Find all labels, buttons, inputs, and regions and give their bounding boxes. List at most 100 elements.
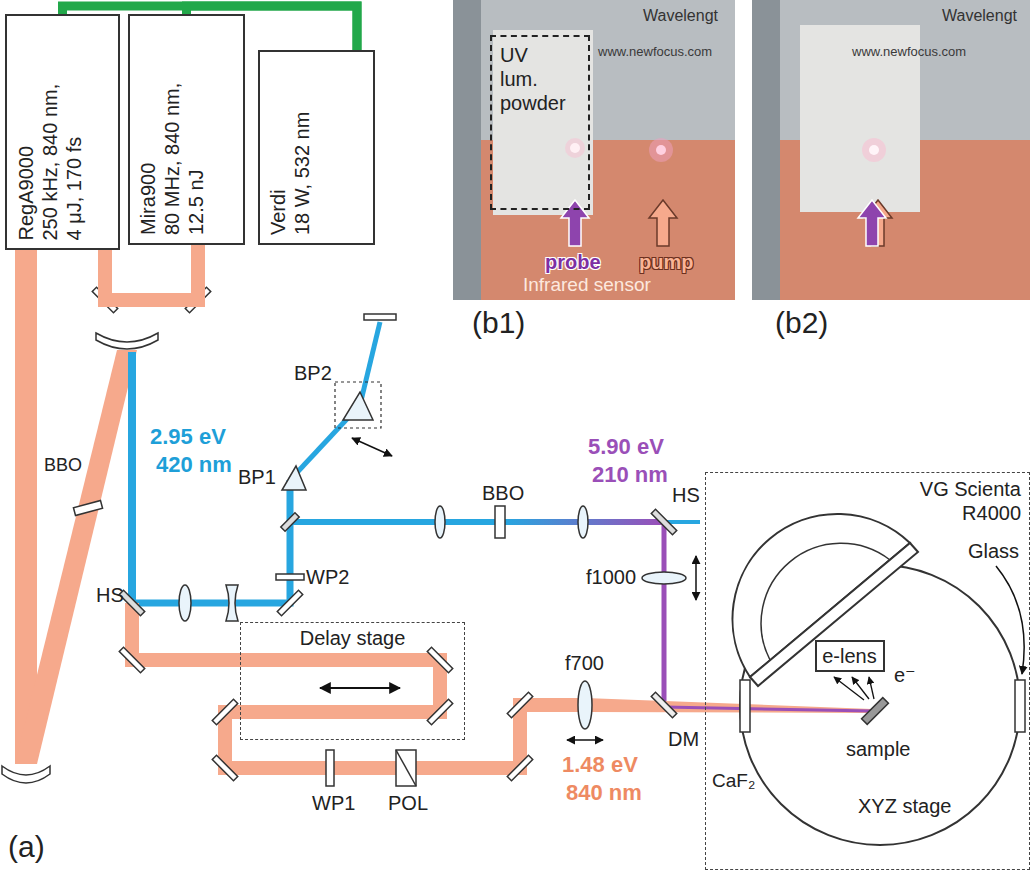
pump-spot bbox=[656, 145, 666, 155]
node-text: 18 W, 532 nm bbox=[290, 70, 314, 235]
concave-lens bbox=[226, 585, 238, 621]
mirror bbox=[427, 699, 452, 724]
window bbox=[740, 680, 750, 732]
part-label: 2.95 eV bbox=[150, 424, 226, 449]
part-label: XYZ stage bbox=[858, 795, 951, 818]
concave-mirror bbox=[2, 766, 50, 783]
part-label: 5.90 eV bbox=[588, 434, 664, 459]
part-label: BBO bbox=[44, 455, 82, 476]
waveplate bbox=[276, 574, 304, 580]
mirror bbox=[212, 755, 237, 780]
electron-lens-box: e-lens bbox=[815, 640, 885, 672]
part-label: 840 nm bbox=[566, 780, 642, 805]
part-label: 210 nm bbox=[592, 462, 668, 487]
lens bbox=[578, 681, 592, 729]
part-label: 420 nm bbox=[156, 452, 232, 477]
powder-region: UV lum. powder bbox=[490, 35, 590, 210]
rotated-label: Mira90080 MHz, 840 nm, 12.5 nJ bbox=[130, 16, 243, 243]
node-text: Wavelengt bbox=[643, 6, 718, 25]
node-text: Infrared sensor bbox=[523, 274, 651, 297]
laser-box: Verdi18 W, 532 nm bbox=[258, 50, 375, 245]
mirror bbox=[507, 692, 532, 717]
detector-plate bbox=[750, 543, 918, 686]
laser-box: RegA9000250 kHz, 840 nm, 4 μJ, 170 fs bbox=[5, 14, 120, 250]
end-mirror bbox=[364, 314, 396, 320]
mirror bbox=[119, 647, 144, 672]
mirror bbox=[507, 755, 532, 780]
part-label: BP2 bbox=[294, 362, 332, 385]
node-text: Wavelengt bbox=[942, 6, 1017, 25]
pickoff-mirror bbox=[281, 513, 299, 531]
uv-beam bbox=[664, 707, 872, 711]
dichroic-mirror bbox=[651, 692, 676, 717]
waveplate bbox=[326, 750, 334, 786]
node-text: www.newfocus.com bbox=[598, 44, 712, 60]
pump-arrow bbox=[649, 200, 677, 246]
node-text: Verdi bbox=[266, 60, 290, 235]
pump-beam bbox=[585, 698, 872, 713]
bbo-crystal bbox=[73, 501, 102, 516]
photo-panel: Wavelengtwww.newfocus.com bbox=[752, 0, 1030, 300]
part-label: (b1) bbox=[472, 306, 525, 341]
probe-spot bbox=[570, 143, 580, 153]
rotated-label: RegA9000250 kHz, 840 nm, 4 μJ, 170 fs bbox=[7, 16, 118, 248]
node-text: Delay stage bbox=[241, 626, 464, 650]
node-text: Mira900 bbox=[136, 24, 160, 235]
electron-arrow bbox=[852, 677, 869, 699]
electron-arrow bbox=[869, 677, 874, 699]
polarizer bbox=[396, 750, 416, 786]
beam-glow bbox=[649, 138, 673, 162]
photo-background bbox=[453, 0, 735, 300]
exchange-arrow bbox=[996, 566, 1024, 674]
photo-strip bbox=[453, 0, 481, 300]
beam-glow bbox=[565, 138, 585, 158]
prism bbox=[343, 392, 373, 420]
polarizer bbox=[396, 750, 416, 786]
lens bbox=[435, 506, 445, 538]
node-text: RegA9000 bbox=[13, 24, 37, 240]
heading-holder: VG Scienta R4000 bbox=[911, 477, 1021, 525]
part-label: sample bbox=[846, 738, 910, 761]
part-label: HS bbox=[672, 484, 700, 507]
node-text: e-lens bbox=[822, 644, 876, 668]
translation-arrow bbox=[352, 438, 392, 456]
probe-arrow bbox=[561, 200, 589, 246]
mirror bbox=[277, 590, 302, 615]
part-label: POL bbox=[388, 792, 428, 815]
part-label: e⁻ bbox=[894, 664, 916, 687]
hemispherical-analyzer bbox=[732, 514, 910, 677]
photo-strip bbox=[752, 0, 780, 300]
laser-box: Mira90080 MHz, 840 nm, 12.5 nJ bbox=[128, 14, 245, 245]
lens bbox=[642, 572, 686, 584]
delay-stage-box: Delay stage bbox=[240, 622, 465, 740]
lens bbox=[578, 506, 588, 538]
part-label: f700 bbox=[565, 652, 604, 675]
translation-arrow bbox=[695, 556, 697, 600]
beam-glow bbox=[862, 138, 886, 162]
pump-beam bbox=[132, 603, 585, 768]
blue-beam bbox=[360, 322, 380, 405]
concave-mirror bbox=[96, 333, 158, 349]
node-text: pump bbox=[639, 250, 693, 274]
laser-beam bbox=[15, 250, 37, 764]
part-label: Glass bbox=[968, 540, 1019, 563]
part-label: WP2 bbox=[306, 566, 349, 589]
translation-arrow bbox=[320, 687, 400, 689]
rotated-label: Verdi18 W, 532 nm bbox=[260, 52, 373, 243]
prism-mount bbox=[335, 382, 381, 428]
sample-plate bbox=[862, 698, 889, 725]
node-text: UV lum. powder bbox=[500, 43, 570, 115]
electron-arrow bbox=[834, 677, 864, 700]
part-label: (a) bbox=[8, 830, 45, 865]
photo-panel: Wavelengtwww.newfocus.comprobepumpInfrar… bbox=[453, 0, 735, 300]
part-label: (b2) bbox=[775, 306, 828, 341]
harmonic-separator bbox=[651, 509, 676, 534]
part-label: BBO bbox=[482, 482, 524, 505]
beam-connector bbox=[105, 245, 198, 300]
laser-beam bbox=[15, 350, 137, 764]
uv-beam bbox=[662, 522, 667, 705]
part-label: WP1 bbox=[312, 792, 355, 815]
prism bbox=[282, 466, 306, 490]
part-label: 1.48 eV bbox=[562, 752, 638, 777]
window bbox=[1015, 680, 1025, 732]
